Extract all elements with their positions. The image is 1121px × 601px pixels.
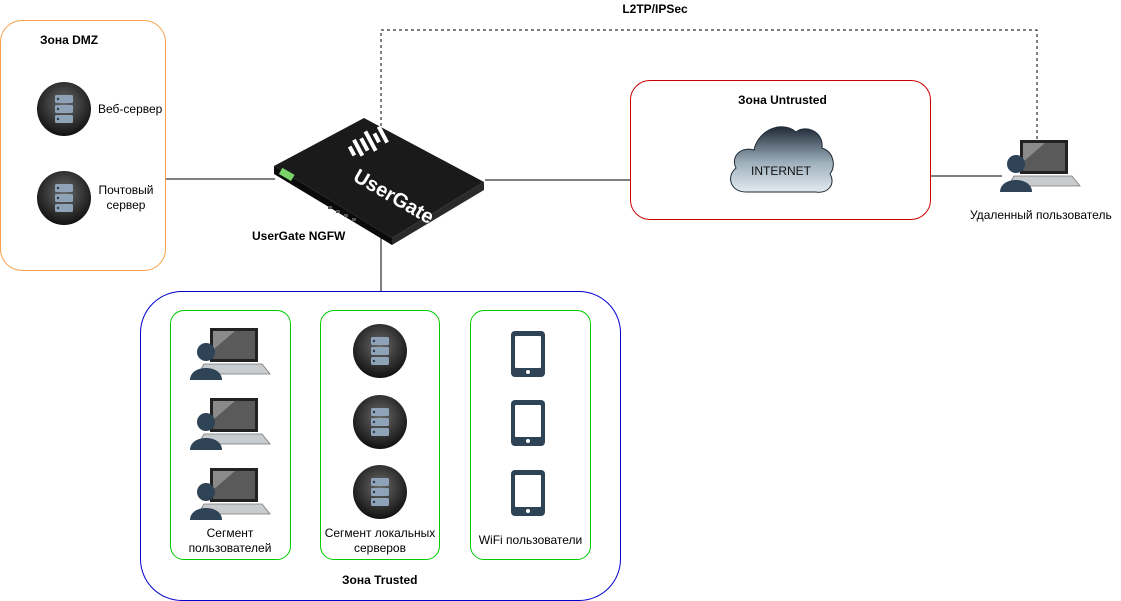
cloud-icon: INTERNET xyxy=(726,118,836,196)
trusted-zone-title: Зона Trusted xyxy=(342,573,417,588)
server-icon xyxy=(352,394,408,450)
untrusted-zone-title: Зона Untrusted xyxy=(738,93,827,108)
user-laptop-icon xyxy=(190,466,270,522)
internet-label: INTERNET xyxy=(751,164,812,178)
dmz-zone xyxy=(0,20,166,271)
user-laptop-icon xyxy=(1000,138,1080,194)
server-icon xyxy=(352,323,408,379)
wifi-segment-label: WiFi пользователи xyxy=(472,533,589,548)
mail-server-label: Почтовый сервер xyxy=(95,183,157,213)
user-laptop-icon xyxy=(190,326,270,382)
tablet-icon xyxy=(510,399,546,447)
server-icon xyxy=(36,170,92,226)
server-icon xyxy=(36,81,92,137)
users-segment-label: Сегмент пользователей xyxy=(180,526,280,556)
server-icon xyxy=(352,464,408,520)
tablet-icon xyxy=(510,330,546,378)
dmz-zone-title: Зона DMZ xyxy=(40,33,98,48)
firewall-appliance-icon: UserGate xyxy=(272,114,488,246)
remote-user-label: Удаленный пользователь xyxy=(970,208,1112,223)
web-server-label: Веб-сервер xyxy=(98,102,162,117)
servers-segment-label: Сегмент локальных серверов xyxy=(322,526,438,556)
device-name: UserGate NGFW xyxy=(252,229,345,244)
vpn-label: L2TP/IPSec xyxy=(600,2,710,17)
tablet-icon xyxy=(510,469,546,517)
user-laptop-icon xyxy=(190,396,270,452)
